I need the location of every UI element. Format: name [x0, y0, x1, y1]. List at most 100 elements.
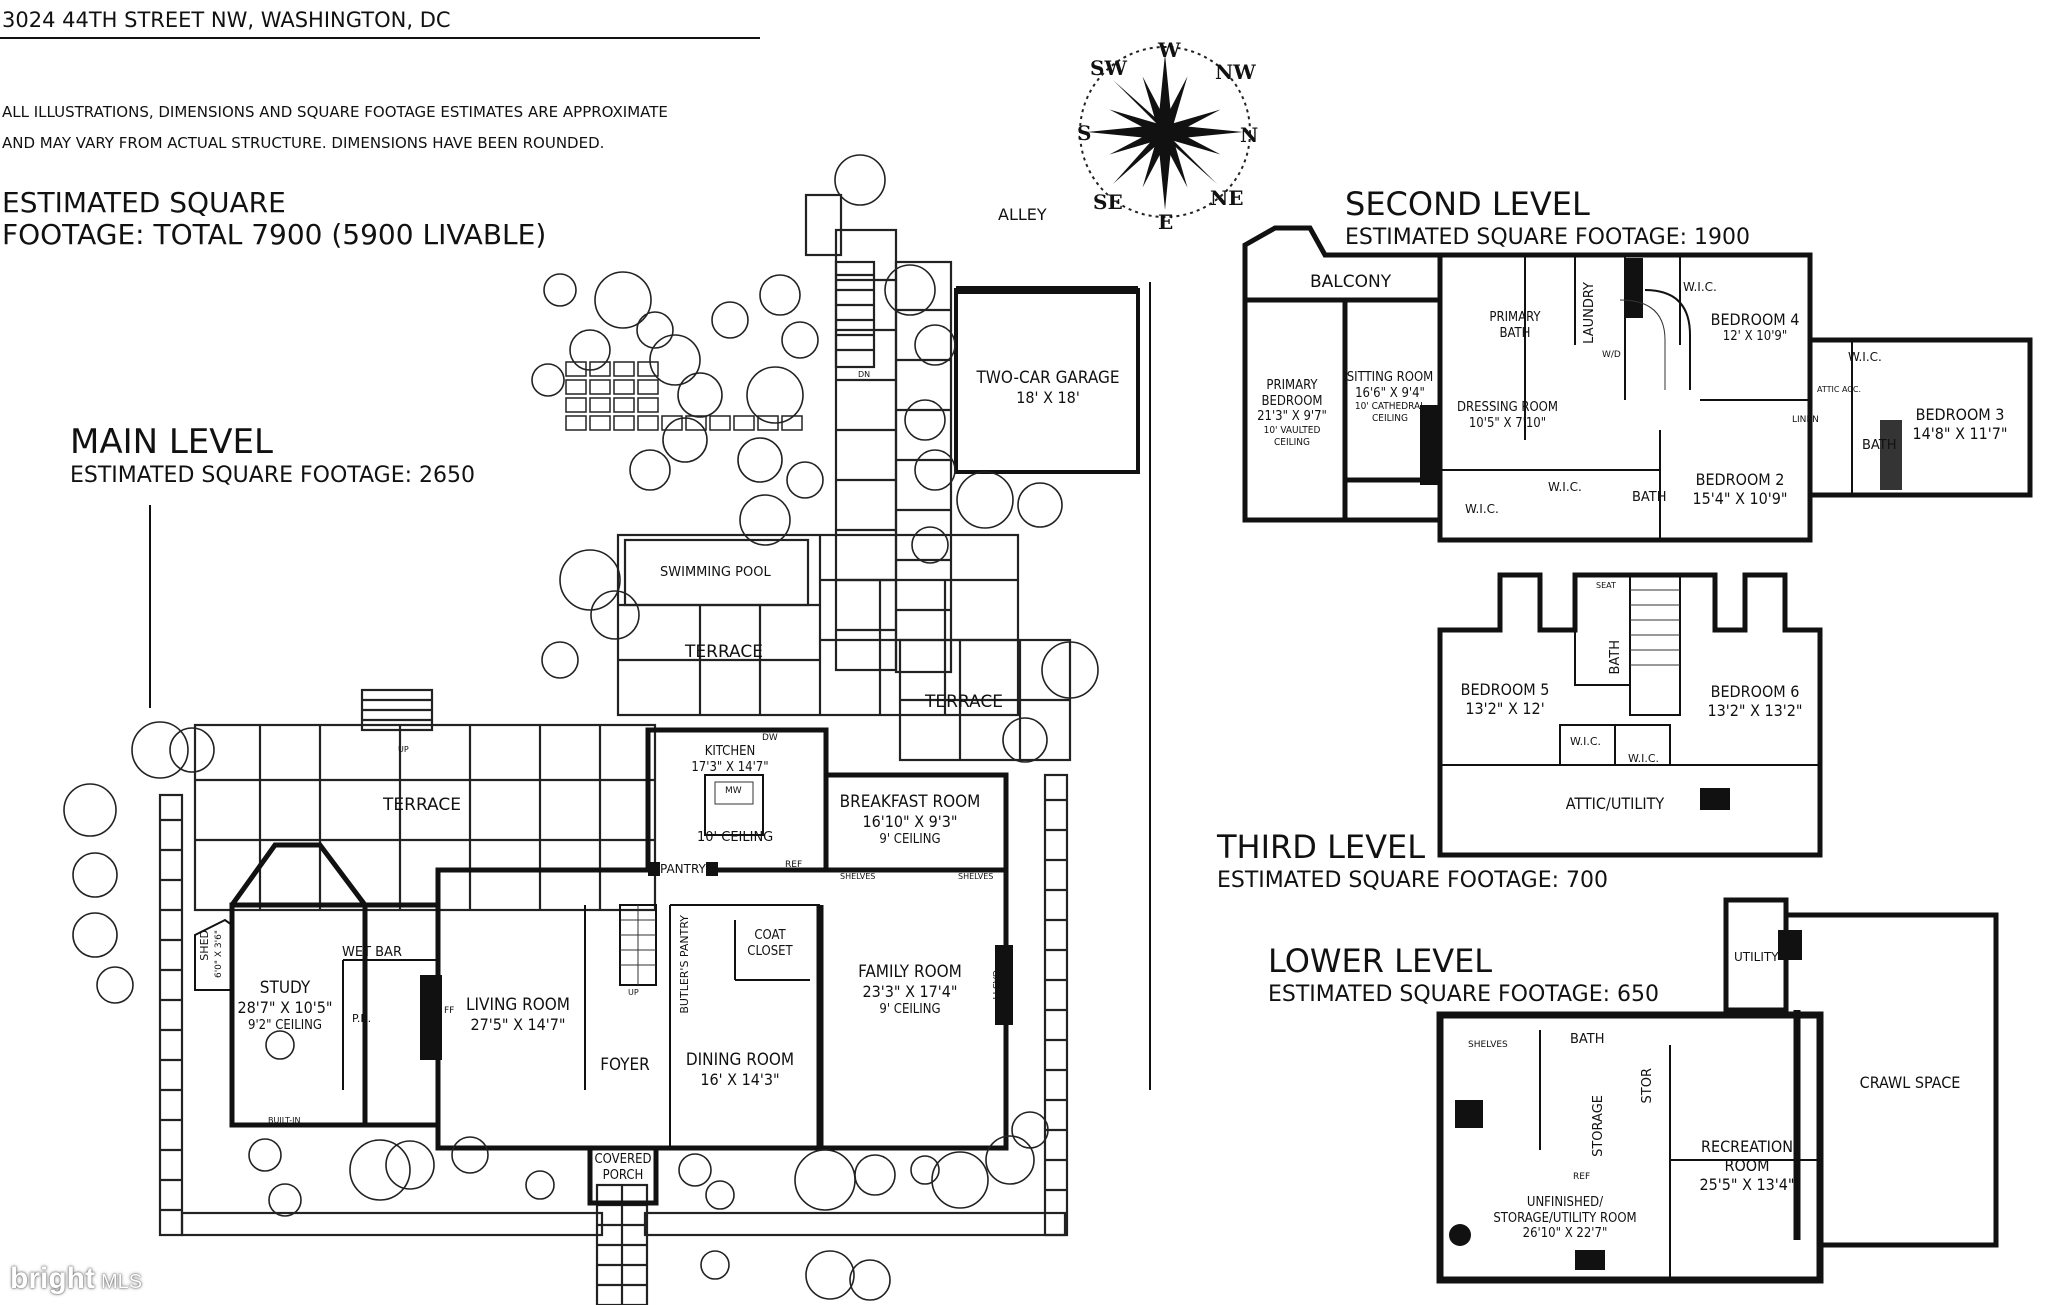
dressing-name: DRESSING ROOM	[1457, 400, 1558, 415]
compass-e: E	[1158, 210, 1174, 234]
lower-level-walls	[1436, 897, 1999, 1284]
second-level-walls	[1242, 225, 2033, 543]
breakfast-room-label: BREAKFAST ROOM 16'10" X 9'3" 9' CEILING	[820, 792, 1000, 847]
linen-label: LINEN	[1792, 415, 1819, 425]
disclaimer-line-2: AND MAY VARY FROM ACTUAL STRUCTURE. DIME…	[2, 134, 605, 152]
wic-label-3a: W.I.C.	[1570, 735, 1602, 748]
dining-dims: 16' X 14'3"	[700, 1070, 780, 1090]
stor-label: STOR	[1640, 1068, 1655, 1104]
bedroom-5-label: BEDROOM 5 13'2" X 12'	[1445, 680, 1565, 718]
bedroom-4-label: BEDROOM 4 12' X 10'9"	[1700, 310, 1810, 345]
kitchen-name: KITCHEN	[704, 744, 756, 759]
breakfast-ceiling: 9' CEILING	[879, 831, 941, 847]
wic-label-3b: W.I.C.	[1628, 752, 1660, 765]
dressing-dims: 10'5" X 7'10"	[1468, 415, 1547, 431]
study-dims: 28'7" X 10'5"	[237, 998, 333, 1018]
bedroom-2-label: BEDROOM 2 15'4" X 10'9"	[1680, 470, 1800, 508]
disclaimer-line-1: ALL ILLUSTRATIONS, DIMENSIONS AND SQUARE…	[2, 103, 668, 121]
main-level-walls	[194, 727, 1013, 1206]
attic-utility-label: ATTIC/UTILITY	[1545, 794, 1685, 813]
unfinished-line-1: UNFINISHED/	[1526, 1195, 1604, 1210]
living-name: LIVING ROOM	[465, 995, 571, 1015]
balcony-label: BALCONY	[1310, 272, 1392, 292]
powder-room-label: P.R.	[352, 1012, 372, 1025]
recreation-name: RECREATION ROOM	[1701, 1137, 1793, 1176]
crawl-space-label: CRAWL SPACE	[1840, 1073, 1980, 1092]
stair-up-marker-1: UP	[398, 745, 409, 754]
compass-n: N	[1240, 123, 1259, 147]
compass-s: S	[1077, 121, 1092, 145]
lower-level-sqft: ESTIMATED SQUARE FOOTAGE: 650	[1268, 982, 1660, 1007]
bedroom-4-name: BEDROOM 4	[1710, 310, 1800, 329]
storage-label: STORAGE	[1591, 1095, 1606, 1157]
foyer-name: FOYER	[600, 1055, 650, 1075]
living-dims: 27'5" X 14'7"	[470, 1015, 566, 1035]
kitchen-ceiling: 10' CEILING	[697, 830, 774, 845]
bedroom-2-name: BEDROOM 2	[1695, 470, 1785, 489]
alley-label: ALLEY	[998, 205, 1047, 224]
garage-outline	[954, 288, 1140, 474]
compass-se: SE	[1093, 190, 1123, 214]
porch-line-1: COVERED	[594, 1152, 652, 1167]
kitchen-dims: 17'3" X 14'7"	[691, 759, 769, 775]
fireplace-label: FF	[444, 1006, 455, 1016]
breakfast-name: BREAKFAST ROOM	[839, 792, 981, 812]
stair-dn-marker-1: DN	[858, 370, 871, 379]
sitting-name: SITTING ROOM	[1346, 370, 1434, 385]
study-label: STUDY 28'7" X 10'5" 9'2" CEILING	[225, 978, 345, 1033]
third-level-sqft: ESTIMATED SQUARE FOOTAGE: 700	[1217, 868, 1609, 893]
ref-label-lower: REF	[1573, 1172, 1591, 1182]
bath-label-lower: BATH	[1570, 1032, 1605, 1047]
coat-closet-label: COAT CLOSET	[740, 928, 800, 959]
garage-dims: 18' X 18'	[1016, 388, 1080, 408]
foyer-label: FOYER	[590, 1055, 660, 1075]
third-level-title: THIRD LEVEL	[1217, 828, 1426, 866]
bedroom-2-dims: 15'4" X 10'9"	[1692, 489, 1788, 509]
bedroom-6-name: BEDROOM 6	[1710, 682, 1800, 701]
bath-label-2b: BATH	[1862, 438, 1897, 453]
covered-porch-label: COVERED PORCH	[590, 1152, 656, 1183]
sitting-ceiling: 10' CATHEDRAL CEILING	[1354, 401, 1426, 425]
coat-line-1: COAT	[754, 928, 786, 943]
unfinished-room-label: UNFINISHED/ STORAGE/UTILITY ROOM 26'10" …	[1475, 1195, 1655, 1242]
garage-name: TWO-CAR GARAGE	[976, 368, 1120, 388]
attic-utility-name: ATTIC/UTILITY	[1565, 794, 1665, 813]
study-name: STUDY	[259, 978, 311, 998]
stair-up-marker-2: UP	[628, 988, 639, 997]
bedroom-3-label: BEDROOM 3 14'8" X 11'7"	[1900, 405, 2020, 443]
bedroom-3-dims: 14'8" X 11'7"	[1912, 424, 2008, 444]
compass-sw: SW	[1090, 56, 1127, 80]
study-ceiling: 9'2" CEILING	[248, 1017, 322, 1033]
primary-bath-name: PRIMARY BATH	[1489, 310, 1541, 341]
coat-line-2: CLOSET	[747, 943, 793, 959]
compass-rose-icon	[1079, 46, 1251, 218]
bedroom-5-name: BEDROOM 5	[1460, 680, 1550, 699]
sitting-dims: 16'6" X 9'4"	[1355, 385, 1425, 401]
bedroom-6-dims: 13'2" X 13'2"	[1707, 701, 1803, 721]
crawl-space-name: CRAWL SPACE	[1859, 1073, 1961, 1092]
shed-dims: 6'0" X 3'6"	[214, 930, 224, 979]
unfinished-line-2: STORAGE/UTILITY ROOM	[1493, 1210, 1637, 1226]
bath-label-2a: BATH	[1632, 490, 1667, 505]
primary-bedroom-label: PRIMARY BEDROOM 21'3" X 9'7" 10' VAULTED…	[1252, 378, 1332, 449]
bedroom-4-dims: 12' X 10'9"	[1722, 329, 1788, 345]
primary-bedroom-ceiling: 10' VAULTED CEILING	[1263, 424, 1321, 448]
family-ceiling: 9' CEILING	[879, 1001, 941, 1017]
primary-bath-label: PRIMARY BATH	[1475, 310, 1555, 341]
second-level-sqft: ESTIMATED SQUARE FOOTAGE: 1900	[1345, 225, 1751, 250]
refrigerator-label: REF	[785, 860, 803, 870]
total-sqft-line-1: ESTIMATED SQUARE	[2, 186, 286, 219]
lower-level-title: LOWER LEVEL	[1268, 942, 1493, 980]
bedroom-5-dims: 13'2" X 12'	[1465, 699, 1545, 719]
third-level-walls	[1437, 572, 1823, 858]
compass-ne: NE	[1210, 186, 1244, 210]
bedroom-6-label: BEDROOM 6 13'2" X 13'2"	[1690, 682, 1820, 720]
living-room-label: LIVING ROOM 27'5" X 14'7"	[448, 995, 588, 1035]
second-level-title: SECOND LEVEL	[1345, 185, 1590, 223]
microwave-label: MW	[725, 786, 742, 796]
primary-bedroom-name: PRIMARY BEDROOM	[1261, 378, 1323, 409]
family-dims: 23'3" X 17'4"	[862, 982, 958, 1002]
shelves-label-lower: SHELVES	[1468, 1040, 1508, 1050]
